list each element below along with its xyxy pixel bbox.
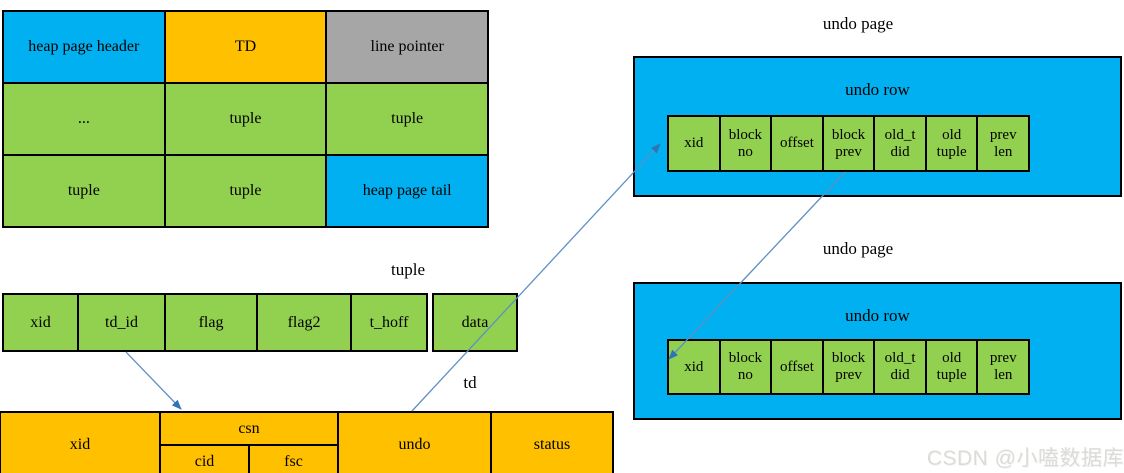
- connector-tdid-to-csn: [125, 351, 182, 410]
- tuple-row: xid td_id flag flag2 t_hoff data: [2, 293, 518, 352]
- undo-row-2-label: undo row: [845, 306, 910, 325]
- undo-cell-old-tuple: old tuple: [924, 339, 979, 395]
- tuple-cell-td-id: td_id: [77, 293, 166, 352]
- heap-cell-header: heap page header: [4, 12, 164, 82]
- undo-page-1-label: undo page: [822, 14, 894, 33]
- undo-cell-block-prev: block prev: [821, 339, 876, 395]
- tuple-cell-t-hoff: t_hoff: [350, 293, 428, 352]
- undo-cell-prev-len: prev len: [976, 115, 1031, 172]
- undo-row-1: xid block no offset block prev old_t did…: [667, 115, 1031, 172]
- td-cell-csn: csn: [161, 413, 337, 446]
- tuple-cell-data: data: [432, 293, 518, 352]
- td-table: xid csn cid fsc undo status: [0, 411, 614, 473]
- undo-cell-block-prev: block prev: [821, 115, 876, 172]
- heap-cell-tail: heap page tail: [327, 156, 487, 226]
- undo-page-2: undo row xid block no offset block prev …: [633, 282, 1122, 420]
- tuple-label: tuple: [391, 260, 425, 279]
- heap-page-grid: heap page header TD line pointer ... tup…: [2, 10, 489, 228]
- tuple-cell-flag2: flag2: [256, 293, 352, 352]
- undo-cell-offset: offset: [770, 115, 824, 172]
- tuple-cell-flag: flag: [164, 293, 258, 352]
- td-cell-undo: undo: [339, 413, 492, 473]
- undo-cell-old-tdid: old_t did: [873, 115, 927, 172]
- undo-cell-block-no: block no: [718, 339, 773, 395]
- heap-cell-line-pointer: line pointer: [327, 12, 487, 82]
- undo-cell-offset: offset: [770, 339, 824, 395]
- heap-cell-tuple: tuple: [4, 156, 164, 226]
- undo-cell-xid: xid: [667, 339, 721, 395]
- watermark: CSDN @小嗑数据库: [926, 447, 1124, 470]
- td-cell-cid: cid: [161, 446, 250, 473]
- undo-page-2-label: undo page: [822, 239, 894, 258]
- undo-cell-old-tdid: old_t did: [873, 339, 927, 395]
- undo-cell-prev-len: prev len: [976, 339, 1031, 395]
- undo-page-1: undo row xid block no offset block prev …: [633, 56, 1122, 197]
- td-cell-xid: xid: [1, 413, 161, 473]
- heap-cell-ellipsis: ...: [4, 84, 164, 154]
- td-csn-group: csn cid fsc: [161, 413, 339, 473]
- undo-row-2: xid block no offset block prev old_t did…: [667, 339, 1031, 395]
- undo-cell-block-no: block no: [718, 115, 773, 172]
- undo-cell-old-tuple: old tuple: [924, 115, 979, 172]
- td-cell-status: status: [533, 436, 571, 453]
- undo-row-1-label: undo row: [845, 80, 910, 99]
- td-cell-fsc: fsc: [284, 452, 303, 470]
- undo-cell-xid: xid: [667, 115, 721, 172]
- td-label: td: [463, 373, 477, 392]
- tuple-cell-xid: xid: [2, 293, 79, 352]
- heap-cell-tuple: tuple: [165, 84, 326, 154]
- heap-cell-tuple: tuple: [165, 156, 326, 226]
- heap-cell-td: TD: [165, 12, 326, 82]
- heap-cell-tuple: tuple: [327, 84, 487, 154]
